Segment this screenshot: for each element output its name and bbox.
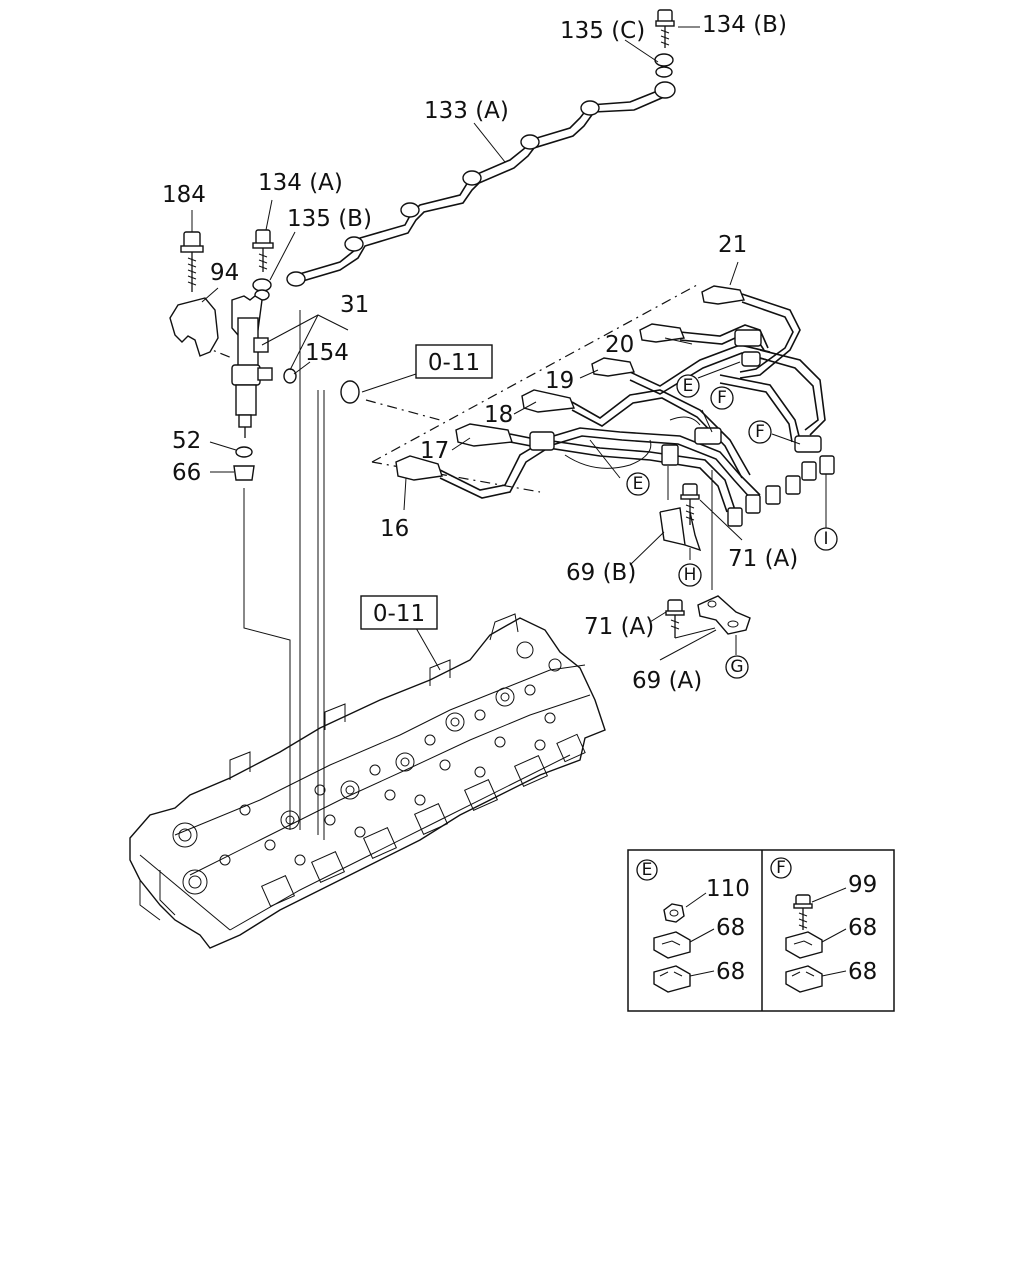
label-17: 17 bbox=[420, 438, 449, 464]
detail-inset: E 110 68 68 F bbox=[627, 849, 895, 1012]
label-133a: 133 (A) bbox=[424, 98, 509, 124]
svg-text:E: E bbox=[633, 474, 644, 494]
inset-label-68-e1: 68 bbox=[716, 915, 745, 941]
ref-box-upper: 0-11 bbox=[415, 344, 493, 379]
svg-text:F: F bbox=[755, 422, 765, 442]
label-52: 52 bbox=[172, 428, 201, 454]
marker-f-upper: F bbox=[710, 386, 734, 410]
label-69a: 69 (A) bbox=[632, 668, 702, 694]
bracket-69b bbox=[659, 507, 702, 552]
inset-label-99: 99 bbox=[848, 872, 877, 898]
svg-text:G: G bbox=[730, 657, 743, 677]
label-66: 66 bbox=[172, 460, 201, 486]
pipe-20 bbox=[639, 323, 826, 436]
label-69b: 69 (B) bbox=[566, 560, 636, 586]
bolt-71a-lower bbox=[665, 599, 716, 639]
injector-31 bbox=[231, 295, 273, 438]
seal-66 bbox=[233, 465, 255, 481]
leak-off-pipe-133a bbox=[286, 9, 676, 287]
clamp-94 bbox=[169, 297, 219, 357]
bolt-71a-upper bbox=[680, 483, 700, 525]
label-19: 19 bbox=[545, 368, 574, 394]
clamp-68-upper-f bbox=[785, 931, 823, 959]
nut-110 bbox=[663, 903, 685, 923]
sleeve-ring bbox=[340, 380, 360, 404]
washer-135c-a bbox=[654, 53, 674, 67]
clamp-68-lower-f bbox=[785, 965, 823, 993]
ref-label-lower: 0-11 bbox=[373, 601, 425, 627]
marker-h: H bbox=[678, 563, 702, 587]
label-71a-lower: 71 (A) bbox=[584, 614, 654, 640]
label-21: 21 bbox=[718, 232, 747, 258]
label-135b: 135 (B) bbox=[287, 206, 372, 232]
clamp-68-upper-e bbox=[653, 931, 691, 959]
pipe-21 bbox=[701, 285, 801, 379]
markers: E E F F H G I bbox=[626, 374, 838, 679]
pipe-19 bbox=[591, 344, 801, 443]
label-71a-upper: 71 (A) bbox=[728, 546, 798, 572]
bolt-184 bbox=[180, 231, 204, 292]
inset-panel-e: E 110 68 68 bbox=[636, 859, 750, 993]
label-154: 154 bbox=[305, 340, 349, 366]
gasket-52 bbox=[235, 446, 253, 458]
marker-e-upper: E bbox=[676, 374, 700, 398]
inset-label-68-f2: 68 bbox=[848, 959, 877, 985]
bolt-134b bbox=[655, 9, 675, 48]
part-labels: 184 94 134 (A) 135 (B) 31 154 52 66 133 … bbox=[162, 12, 798, 694]
marker-f-right: F bbox=[748, 420, 772, 444]
injection-pipes bbox=[371, 284, 835, 527]
inset-marker-e: E bbox=[642, 860, 653, 880]
label-31: 31 bbox=[340, 292, 369, 318]
svg-text:F: F bbox=[717, 388, 727, 408]
svg-text:H: H bbox=[684, 565, 697, 585]
washer-135b-a bbox=[252, 278, 272, 292]
bolt-134a bbox=[252, 229, 274, 272]
label-135c: 135 (C) bbox=[560, 18, 645, 44]
injector-assembly bbox=[169, 229, 360, 481]
cylinder-head bbox=[129, 613, 606, 949]
label-20: 20 bbox=[605, 332, 634, 358]
leader-lines bbox=[191, 26, 801, 671]
label-184: 184 bbox=[162, 182, 206, 208]
label-16: 16 bbox=[380, 516, 409, 542]
washer-135c-b bbox=[655, 66, 673, 78]
o-ring-154 bbox=[283, 368, 297, 384]
marker-i: I bbox=[814, 527, 838, 551]
inset-label-68-f1: 68 bbox=[848, 915, 877, 941]
marker-g: G bbox=[725, 655, 749, 679]
ref-box-lower: 0-11 bbox=[360, 595, 438, 630]
label-134a: 134 (A) bbox=[258, 170, 343, 196]
svg-text:E: E bbox=[683, 376, 694, 396]
inset-panel-f: F 99 68 68 bbox=[770, 857, 877, 993]
label-18: 18 bbox=[484, 402, 513, 428]
label-134b: 134 (B) bbox=[702, 12, 787, 38]
clamp-68-lower-e bbox=[653, 965, 691, 993]
bracket-69a bbox=[697, 595, 751, 635]
svg-text:I: I bbox=[823, 529, 828, 549]
inset-marker-f: F bbox=[776, 858, 786, 878]
inset-label-110: 110 bbox=[706, 876, 750, 902]
ref-label-upper: 0-11 bbox=[428, 350, 480, 376]
label-94: 94 bbox=[210, 260, 239, 286]
inset-label-68-e2: 68 bbox=[716, 959, 745, 985]
assembly-lines bbox=[199, 310, 827, 840]
pipe-16 bbox=[395, 439, 736, 513]
marker-e-lower: E bbox=[626, 472, 650, 496]
